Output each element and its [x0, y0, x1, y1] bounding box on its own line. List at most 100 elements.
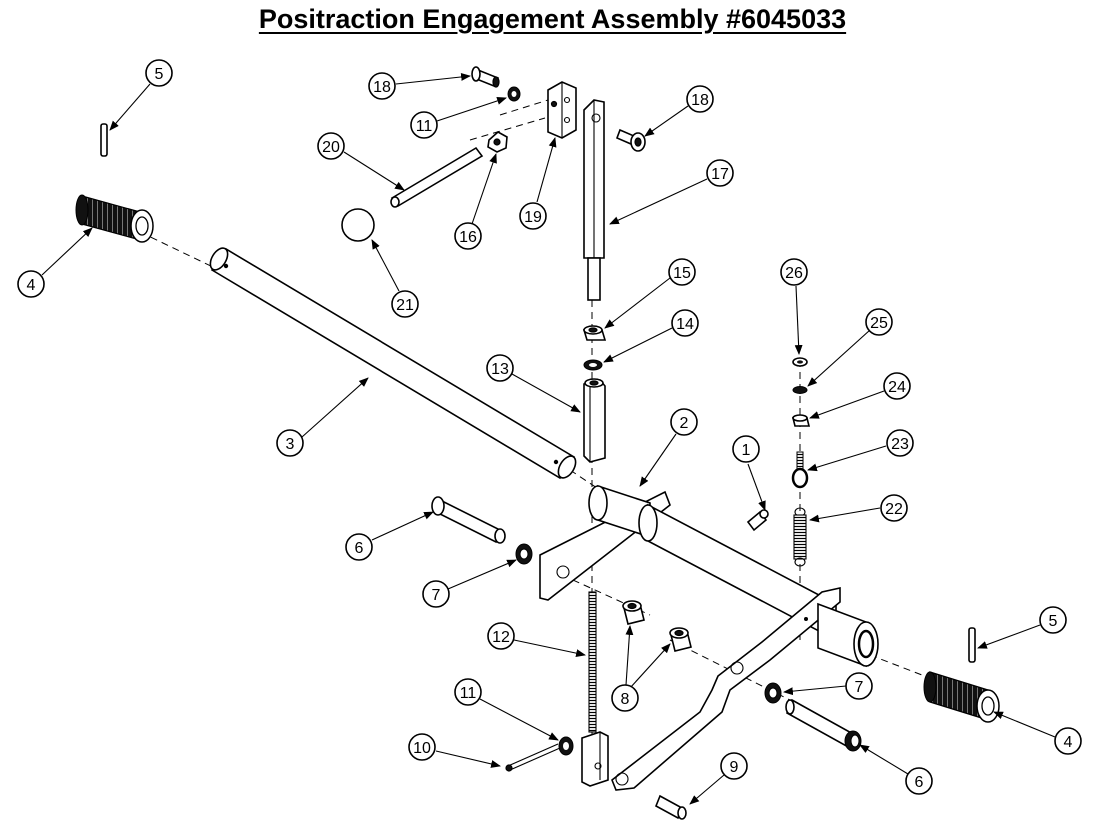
lock-washer-14 — [583, 359, 603, 371]
grease-fitting-part — [746, 509, 769, 532]
callout-21: 21 — [371, 239, 419, 318]
spacer-left — [622, 600, 645, 625]
handle-rod-part — [390, 146, 484, 208]
screw-18-right — [615, 128, 646, 152]
callout-4-right-label: 4 — [1064, 734, 1073, 751]
callout-4-left: 4 — [17, 227, 93, 298]
callout-6-right-label: 6 — [915, 774, 924, 791]
callout-16-label: 16 — [459, 229, 477, 246]
callout-23: 23 — [807, 429, 914, 472]
callout-19: 19 — [519, 137, 557, 230]
callout-2: 2 — [639, 408, 698, 487]
callout-5-right-label: 5 — [1049, 613, 1058, 630]
small-washer-upper — [507, 86, 521, 102]
callout-16: 16 — [454, 153, 497, 250]
callout-25: 25 — [807, 308, 893, 387]
screw-18-upper — [471, 66, 500, 88]
callout-3: 3 — [276, 377, 369, 457]
callout-7-right: 7 — [783, 672, 873, 700]
callout-21-label: 21 — [396, 297, 414, 314]
callout-12-label: 12 — [492, 629, 510, 646]
flat-washer-left — [515, 543, 533, 565]
callout-23-label: 23 — [891, 436, 909, 453]
callout-9: 9 — [689, 752, 748, 805]
callout-4-right: 4 — [993, 711, 1082, 755]
callout-5-right: 5 — [977, 606, 1067, 649]
spring-part — [793, 507, 807, 567]
callout-15-label: 15 — [673, 265, 691, 282]
callout-11-lower-label: 11 — [460, 685, 477, 702]
handle-knob-part — [341, 208, 375, 242]
knurled-roller-left — [75, 194, 154, 243]
callout-12: 12 — [487, 622, 586, 658]
eye-bolt-part — [791, 451, 809, 489]
callout-17: 17 — [609, 159, 734, 225]
callout-14-label: 14 — [676, 316, 694, 333]
callout-18-upper: 18 — [368, 72, 471, 100]
hex-standoff-part — [583, 378, 606, 463]
callout-5-left-label: 5 — [155, 66, 164, 83]
shoulder-bolt-left — [431, 496, 506, 544]
callout-24: 24 — [809, 372, 911, 419]
long-shaft-part — [209, 247, 577, 480]
flat-washer-right — [764, 682, 782, 704]
callout-1-label: 1 — [742, 442, 751, 459]
callout-4-left-label: 4 — [27, 277, 36, 294]
callout-8: 8 — [611, 625, 671, 712]
callout-25-label: 25 — [870, 315, 888, 332]
callout-13: 13 — [486, 354, 581, 413]
clevis-pin-part — [654, 794, 687, 820]
callout-3-label: 3 — [286, 436, 295, 453]
callout-11-upper: 11 — [410, 97, 507, 139]
callout-18-right-label: 18 — [691, 92, 709, 109]
callout-14: 14 — [603, 309, 699, 363]
shoulder-bolt-right — [785, 698, 862, 752]
callout-19-label: 19 — [524, 209, 542, 226]
callout-2-label: 2 — [680, 415, 689, 432]
callout-10-label: 10 — [413, 740, 431, 757]
callout-13-label: 13 — [491, 361, 509, 378]
hex-nut-16 — [487, 131, 508, 153]
callout-22: 22 — [809, 494, 908, 523]
diagram-title: Positraction Engagement Assembly #604503… — [258, 4, 847, 34]
callout-17-label: 17 — [711, 166, 729, 183]
callout-9-label: 9 — [730, 759, 739, 776]
callout-22-label: 22 — [885, 501, 903, 518]
small-washer-lower — [558, 736, 574, 756]
callout-18-upper-label: 18 — [373, 79, 391, 96]
hex-nut-15 — [582, 325, 607, 341]
callout-6-left-label: 6 — [355, 540, 364, 557]
callouts: 1 2 3 4 4 5 5 — [17, 59, 1082, 805]
callout-6-right: 6 — [859, 744, 933, 795]
spacer-right — [669, 627, 692, 652]
callout-8-label: 8 — [621, 691, 630, 708]
pivot-block-part — [547, 81, 577, 139]
callout-7-left: 7 — [422, 559, 517, 608]
callout-7-left-label: 7 — [432, 587, 441, 604]
callout-24-label: 24 — [888, 379, 906, 396]
callout-20: 20 — [317, 132, 405, 191]
callout-20-label: 20 — [322, 139, 340, 156]
callout-10: 10 — [408, 733, 501, 768]
threaded-rod-part — [581, 591, 609, 787]
callout-6-left: 6 — [345, 511, 434, 561]
callout-26: 26 — [780, 258, 808, 355]
roll-pin-right — [968, 627, 976, 663]
flat-washer-26 — [792, 357, 808, 367]
vertical-link-part — [583, 99, 605, 301]
cotter-pin-part — [505, 743, 561, 772]
roll-pin-left — [100, 123, 108, 157]
knurled-roller-right — [923, 671, 1000, 723]
callout-5-left: 5 — [109, 59, 173, 131]
callout-15: 15 — [604, 258, 696, 329]
hex-nut-24 — [791, 414, 811, 427]
lock-washer-25 — [792, 386, 808, 394]
frame-weldment-part — [539, 484, 879, 791]
callout-18-right: 18 — [644, 85, 714, 137]
callout-26-label: 26 — [785, 265, 803, 282]
callout-11-lower: 11 — [454, 678, 559, 741]
callout-1: 1 — [732, 435, 766, 511]
callout-7-right-label: 7 — [855, 679, 864, 696]
callout-11-upper-label: 11 — [416, 118, 433, 135]
